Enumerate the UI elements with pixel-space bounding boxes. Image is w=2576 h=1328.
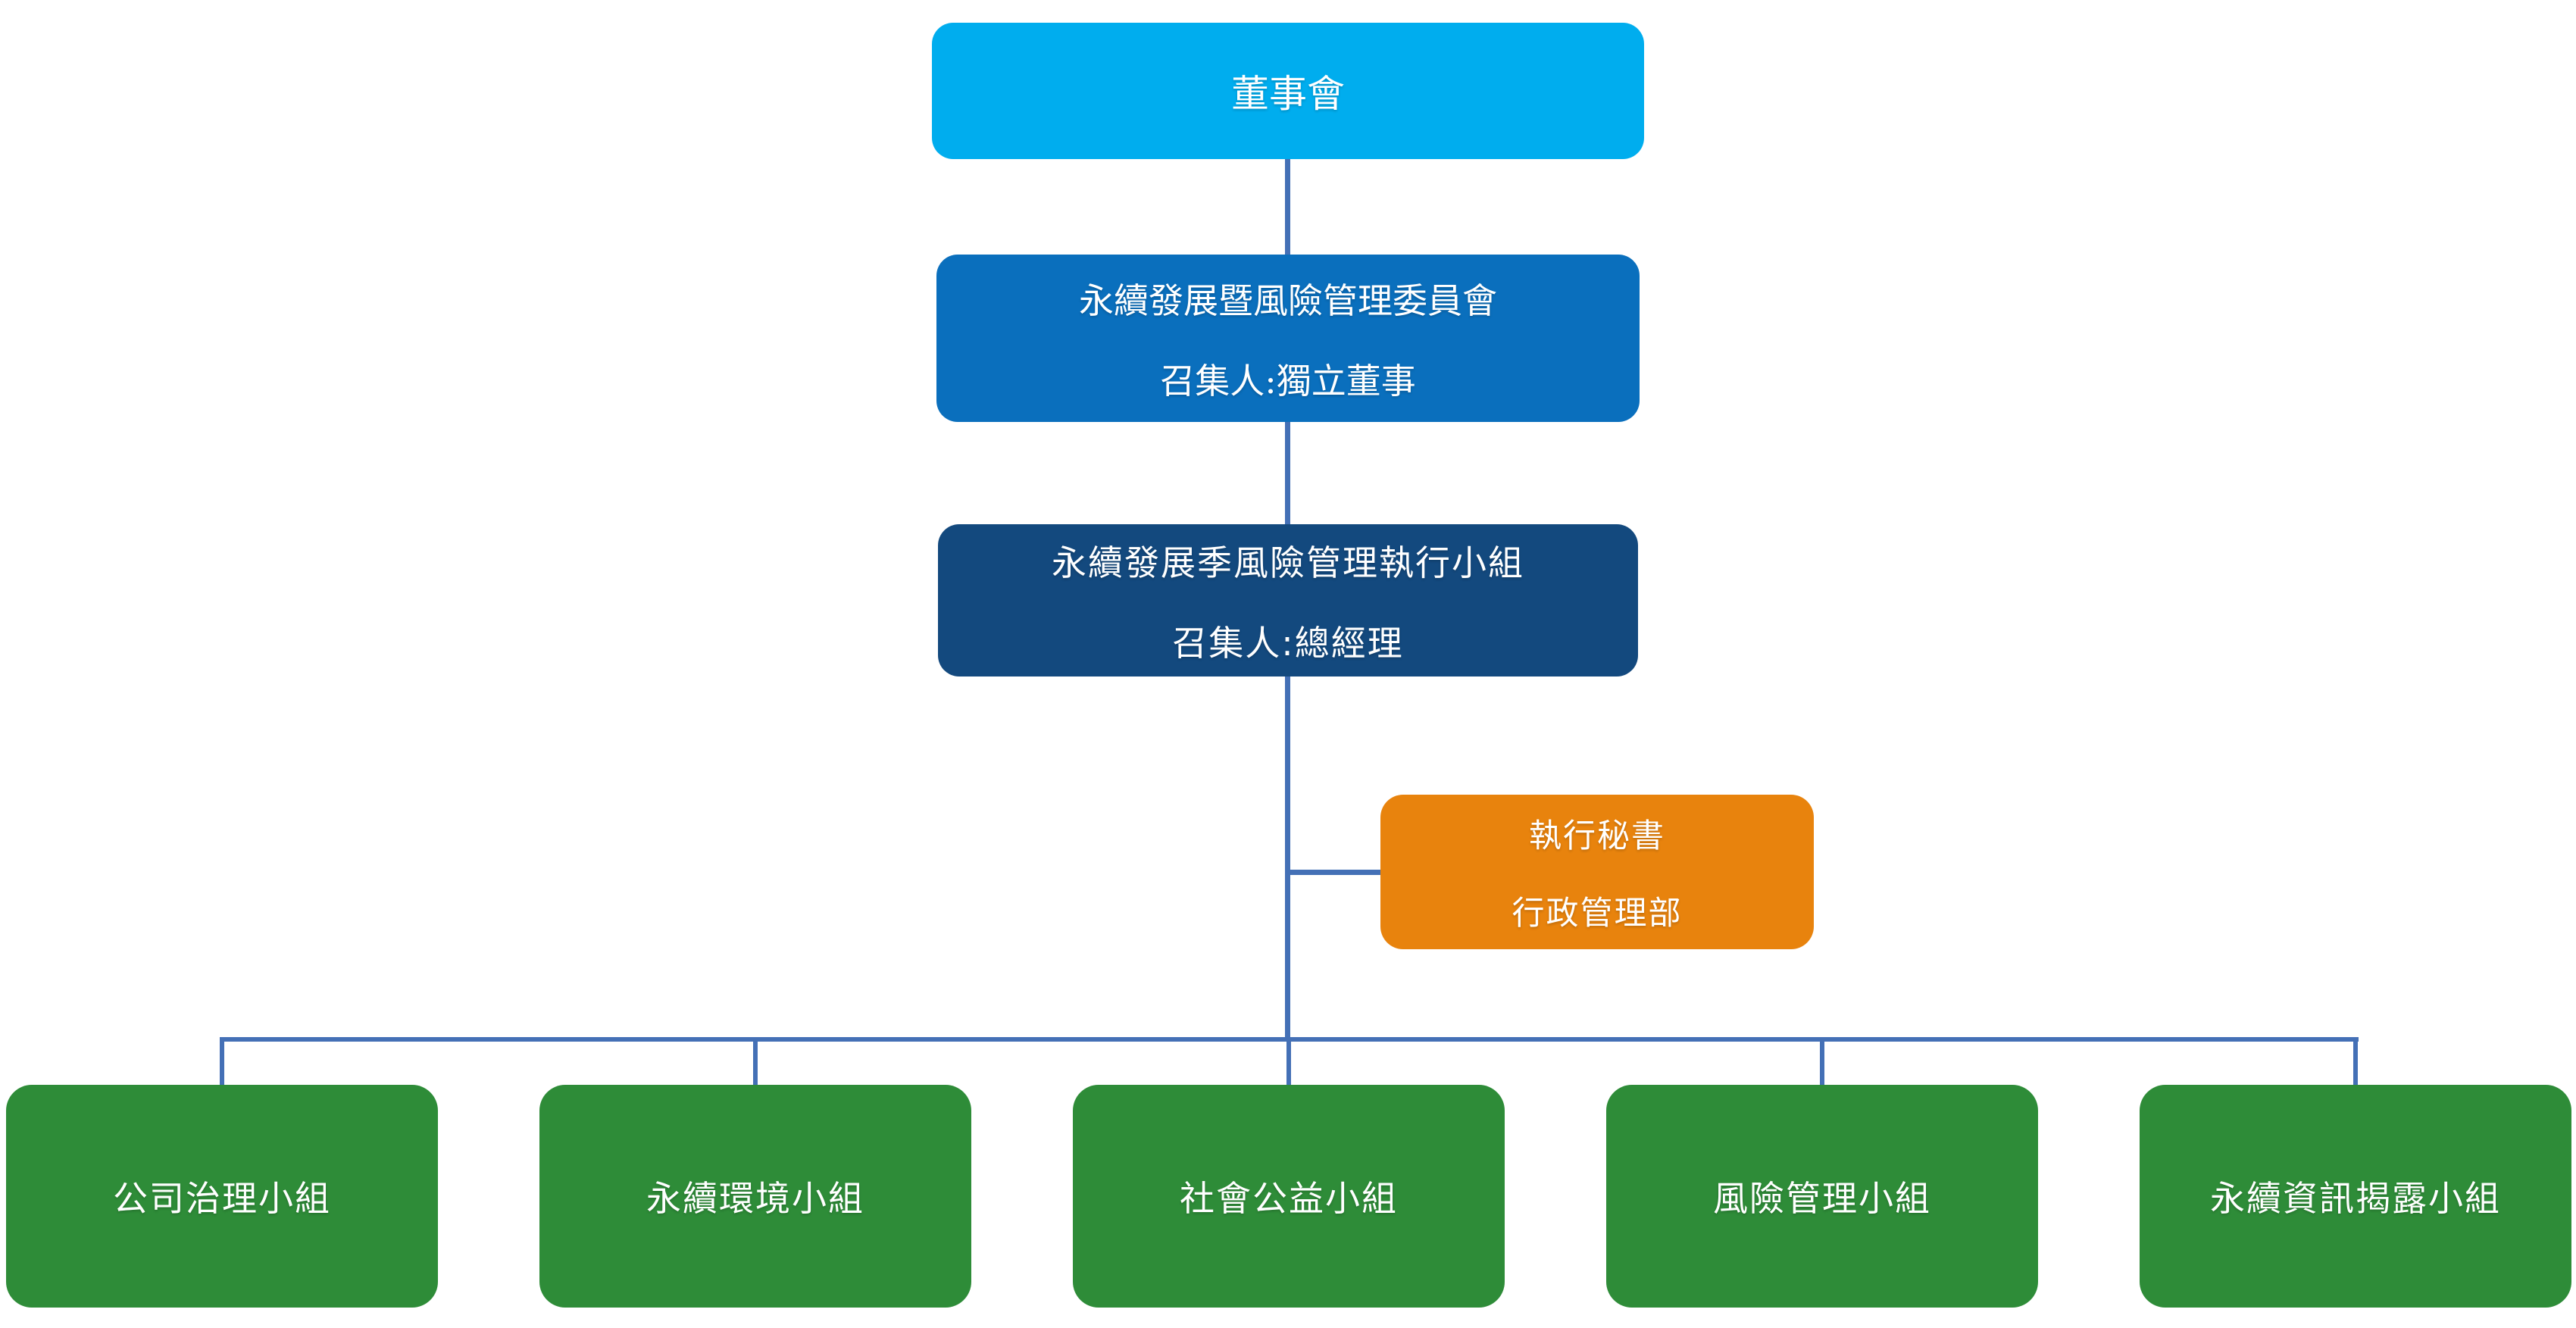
node-group-social-welfare: 社會公益小組 xyxy=(1073,1085,1505,1308)
node-board-label: 董事會 xyxy=(1231,72,1345,116)
connector-drop-group-1 xyxy=(220,1042,224,1085)
connector-drop-group-4 xyxy=(1820,1042,1824,1085)
node-committee-title: 永續發展暨風險管理委員會 xyxy=(1079,280,1497,321)
node-exec-title: 永續發展季風險管理執行小組 xyxy=(1052,542,1524,583)
node-board-of-directors: 董事會 xyxy=(932,23,1644,159)
node-sustainability-risk-committee: 永續發展暨風險管理委員會 召集人:獨立董事 xyxy=(936,255,1640,422)
connector-exec-trunk xyxy=(1285,676,1290,1041)
connector-committee-exec xyxy=(1285,422,1290,524)
node-group-label: 永續資訊揭露小組 xyxy=(2210,1178,2501,1219)
node-secretary-title: 執行秘書 xyxy=(1529,817,1665,855)
node-executive-secretary: 執行秘書 行政管理部 xyxy=(1380,795,1814,949)
connector-board-committee xyxy=(1285,159,1290,255)
connector-drop-group-3 xyxy=(1286,1042,1291,1085)
connector-groups-horizontal-bar xyxy=(220,1037,2359,1042)
node-group-sustainable-environment: 永續環境小組 xyxy=(539,1085,971,1308)
node-group-corporate-governance: 公司治理小組 xyxy=(6,1085,438,1308)
connector-drop-group-2 xyxy=(753,1042,758,1085)
node-group-risk-management: 風險管理小組 xyxy=(1606,1085,2038,1308)
connector-branch-secretary xyxy=(1288,870,1380,875)
node-group-label: 公司治理小組 xyxy=(113,1178,331,1219)
node-committee-convener: 召集人:獨立董事 xyxy=(1160,360,1416,402)
node-group-sustainability-disclosure: 永續資訊揭露小組 xyxy=(2140,1085,2571,1308)
node-group-label: 風險管理小組 xyxy=(1713,1178,1931,1219)
node-group-label: 社會公益小組 xyxy=(1180,1178,1398,1219)
node-group-label: 永續環境小組 xyxy=(646,1178,864,1219)
connector-drop-group-5 xyxy=(2353,1042,2358,1085)
node-secretary-dept: 行政管理部 xyxy=(1512,895,1683,933)
node-execution-team: 永續發展季風險管理執行小組 召集人:總經理 xyxy=(938,524,1638,676)
node-exec-convener: 召集人:總經理 xyxy=(1172,622,1404,664)
